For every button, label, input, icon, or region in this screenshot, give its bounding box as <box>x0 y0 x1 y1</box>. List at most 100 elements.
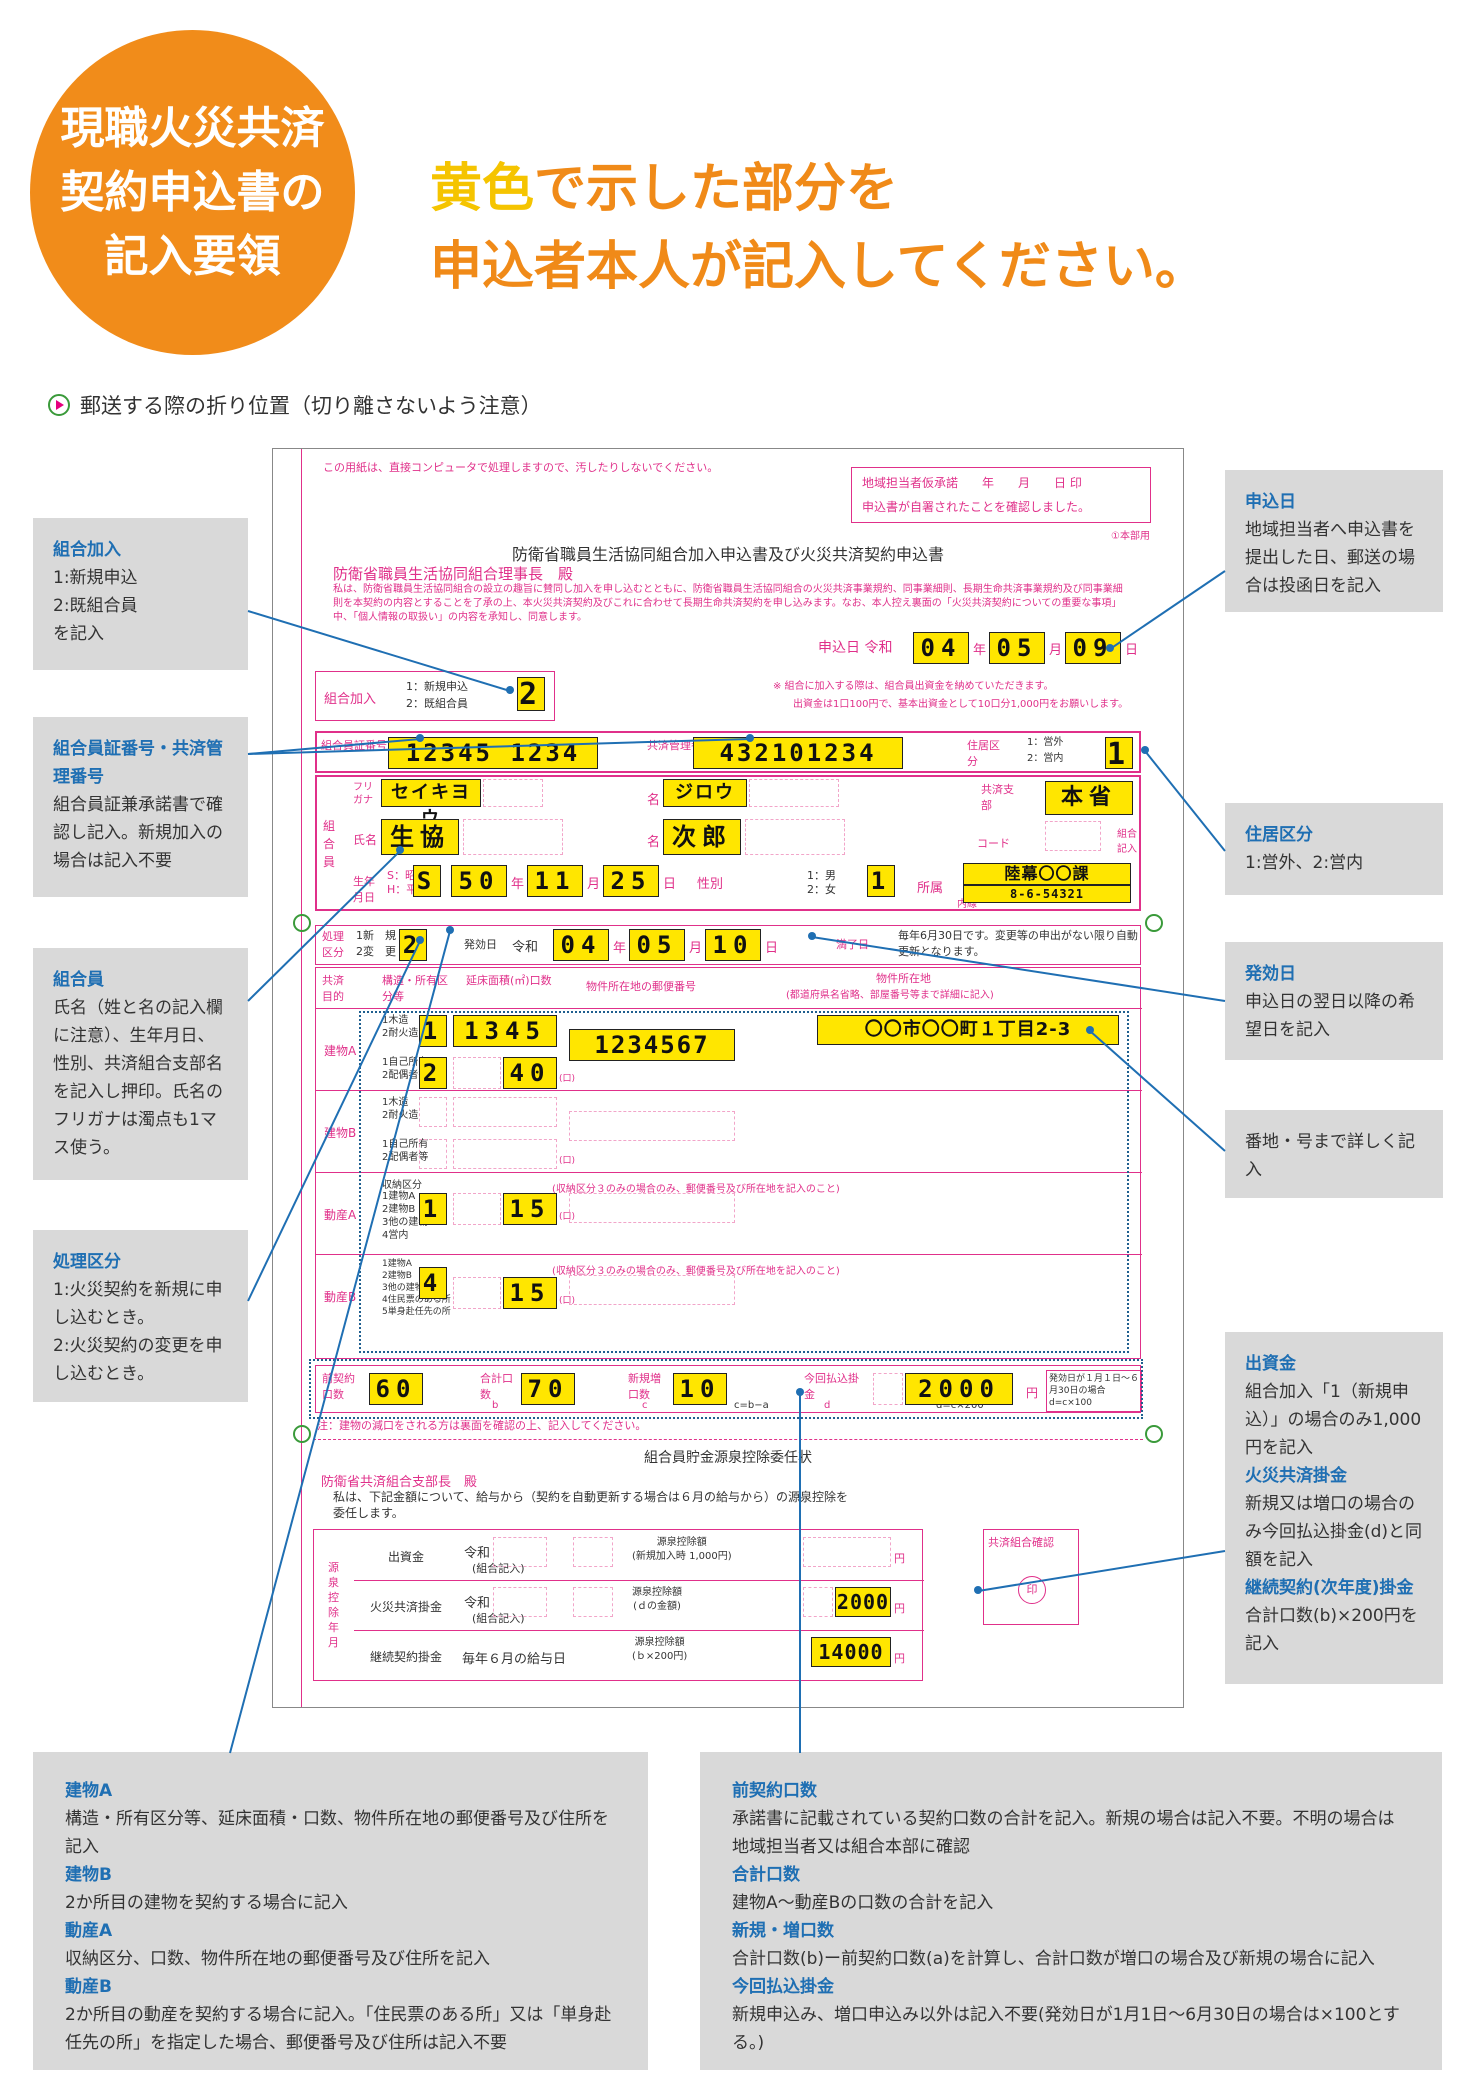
date-label: 申込日 令和 <box>818 640 893 656</box>
date-day-unit: 日 <box>1125 643 1139 658</box>
callout-tatemono: 建物A 構造・所有区分等、延床面積・口数、物件所在地の郵便番号及び住所を記入 建… <box>33 1752 648 2070</box>
kumiai-note-1: ※ 組合に加入する際は、組合員出資金を納めていただきます。 <box>773 681 1054 692</box>
callout-line: 2:既組合員 <box>53 596 138 616</box>
gen-row3-label: 継続契約掛金 <box>370 1650 443 1664</box>
callout-title: 申込日 <box>1245 492 1296 512</box>
sex-field[interactable]: 1 <box>867 865 895 897</box>
gen-fire-field[interactable]: 2000 <box>835 1587 891 1617</box>
mei-kanji-field[interactable]: 次郎 <box>663 819 741 855</box>
callout-title: 組合員 <box>53 970 104 990</box>
kumiai-label: 組合加入 <box>324 692 377 707</box>
callout-title: 出資金 <box>1245 1354 1296 1374</box>
birth-month-field[interactable]: 11 <box>527 865 583 897</box>
leader-dot <box>506 686 514 694</box>
application-form: この用紙は、直接コンピュータで処理しますので、汚したりしないでください。 地域担… <box>272 448 1184 1708</box>
birth-era-field[interactable]: S <box>413 865 441 897</box>
gokei-field[interactable]: 70 <box>521 1373 575 1405</box>
date-month-unit: 月 <box>1049 643 1063 658</box>
gen-row1-reiwa: 令和 <box>464 1546 491 1561</box>
kumiai-kinyu-label: 組合記入 <box>1117 829 1137 855</box>
headline: 黄色で示した部分を 申込者本人が記入してください。 <box>430 150 1207 306</box>
leader-dot <box>796 1388 804 1396</box>
tA-zip-field[interactable]: 1234567 <box>569 1029 735 1061</box>
sei-kana-field[interactable]: セイキヨウ <box>381 779 481 829</box>
shozoku-field[interactable]: 陸幕〇〇課 <box>963 863 1131 885</box>
kumiai-field[interactable]: 2 <box>517 677 545 712</box>
dB-kuchi-field[interactable]: 15 <box>503 1277 557 1309</box>
hakko-month-field[interactable]: 05 <box>629 929 685 961</box>
callout-text: 番地・号まで詳しく記入 <box>1245 1132 1415 1180</box>
gen-row2-kinyu: (組合記入) <box>472 1612 525 1625</box>
empty-box <box>493 1537 547 1567</box>
gen-row1-yen: 円 <box>894 1552 905 1565</box>
leader-dot <box>808 932 816 940</box>
dA-kubun-field[interactable]: 1 <box>419 1193 447 1225</box>
callout-title: 住居区分 <box>1245 825 1313 845</box>
dB-kuchi-unit: (口) <box>559 1296 576 1306</box>
confirm-seal-label: 共済組合確認 <box>988 1536 1054 1549</box>
dosan-a-label: 動産A <box>324 1208 357 1222</box>
birth-day-field[interactable]: 25 <box>603 865 659 897</box>
konkai-sub: d <box>824 1400 831 1411</box>
empty-box <box>483 779 543 807</box>
gen-row2-yen: 円 <box>894 1602 905 1615</box>
gen-cont-field[interactable]: 14000 <box>811 1637 891 1667</box>
empty-box <box>419 1097 447 1127</box>
mei-kana-field[interactable]: ジロウ <box>663 779 747 807</box>
empty-box <box>569 1193 735 1223</box>
gen-text: 私は、下記金額について、給与から（契約を自動更新する場合は６月の給与から）の源泉… <box>333 1490 849 1520</box>
empty-box <box>803 1537 891 1567</box>
mae-field[interactable]: 60 <box>369 1373 423 1405</box>
gen-row3-desc: 源泉控除額 (ｂ×200円) <box>632 1637 688 1662</box>
sei-kanji-field[interactable]: 生協 <box>381 819 459 855</box>
date-month-field[interactable]: 05 <box>989 632 1045 664</box>
kuchisu-row: 前契約口数 合計口数 b 新規増口数 c c=b−a 今回払込掛金 d d=c×… <box>315 1365 1142 1413</box>
callout-text: 合計口数(b)×200円を記入 <box>1245 1606 1418 1654</box>
shori-options: 1新 規 2変 更 <box>356 929 396 958</box>
tA-menseki-field[interactable]: 1345 <box>453 1015 557 1047</box>
hakko-day-field[interactable]: 10 <box>705 929 761 961</box>
date-year-field[interactable]: 04 <box>913 632 969 664</box>
tA-shoyu-field[interactable]: 2 <box>419 1057 447 1089</box>
shori-field[interactable]: 2 <box>399 929 427 961</box>
tB-shoyu-options: 1自己所有 2配偶者等 <box>382 1139 429 1163</box>
empty-box <box>569 1111 735 1141</box>
hakko-reiwa: 令和 <box>512 940 539 955</box>
badge-line-1: 現職火災共済 <box>60 102 325 154</box>
callout-text: 承諾書に記載されている契約口数の合計を記入。新規の場合は記入不要。不明の場合は地… <box>732 1809 1395 1857</box>
tA-address-field[interactable]: 〇〇市〇〇町１丁目2-3 <box>817 1015 1119 1045</box>
kyojyu-field[interactable]: 1 <box>1105 737 1133 772</box>
kanri-field[interactable]: 432101234 <box>693 737 903 769</box>
konkai-formula: d=c×200 <box>936 1400 984 1411</box>
callout-shori: 処理区分 1:火災契約を新規に申し込むとき。 2:火災契約の変更を申し込むとき。 <box>33 1230 248 1402</box>
callout-text: 収納区分、口数、物件所在地の郵便番号及び住所を記入 <box>65 1949 490 1969</box>
hakko-year-field[interactable]: 04 <box>553 929 609 961</box>
naisen-field[interactable]: 8-6-54321 <box>963 885 1131 903</box>
fold-mark-icon <box>293 914 311 932</box>
leader-dot <box>446 926 454 934</box>
confirm-line-1: 地域担当者仮承諾 年 月 日 印 <box>862 476 1082 490</box>
badge-line-2: 契約申込書の <box>60 166 325 218</box>
shinki-field[interactable]: 10 <box>673 1373 727 1405</box>
birth-label: 生年月日 <box>353 875 375 904</box>
gen-row1-label: 出資金 <box>388 1550 425 1564</box>
code-label: コード <box>977 837 1010 850</box>
konkai-field[interactable]: 2000 <box>905 1373 1013 1405</box>
callout-title: 継続契約(次年度)掛金 <box>1245 1578 1414 1598</box>
shibu-field[interactable]: 本省 <box>1045 781 1133 815</box>
empty-box <box>569 1275 735 1305</box>
dB-shuno-options: 1建物A 2建物B 3他の建物 4住民票のある所 5単身赴任先の所 <box>382 1259 451 1317</box>
dA-kuchi-field[interactable]: 15 <box>503 1193 557 1225</box>
tA-kuchi-field[interactable]: 40 <box>503 1057 557 1089</box>
gen-row3-month: 毎年６月の給与日 <box>462 1652 567 1667</box>
mei-kanji-label: 名 <box>647 835 661 850</box>
leader-line <box>799 1393 801 1753</box>
dB-kubun-field[interactable]: 4 <box>419 1267 447 1299</box>
leader-dot <box>416 734 424 742</box>
callout-text: 新規又は増口の場合のみ今回払込掛金(d)と同額を記入 <box>1245 1494 1423 1570</box>
birth-year-unit: 年 <box>511 877 525 892</box>
callout-shoban: 組合員証番号・共済管理番号 組合員証兼承諾書で確認し記入。新規加入の場合は記入不… <box>33 717 248 897</box>
gen-row2-label: 火災共済掛金 <box>370 1600 443 1614</box>
birth-year-field[interactable]: 50 <box>451 865 507 897</box>
tA-kozo-field[interactable]: 1 <box>419 1015 447 1047</box>
